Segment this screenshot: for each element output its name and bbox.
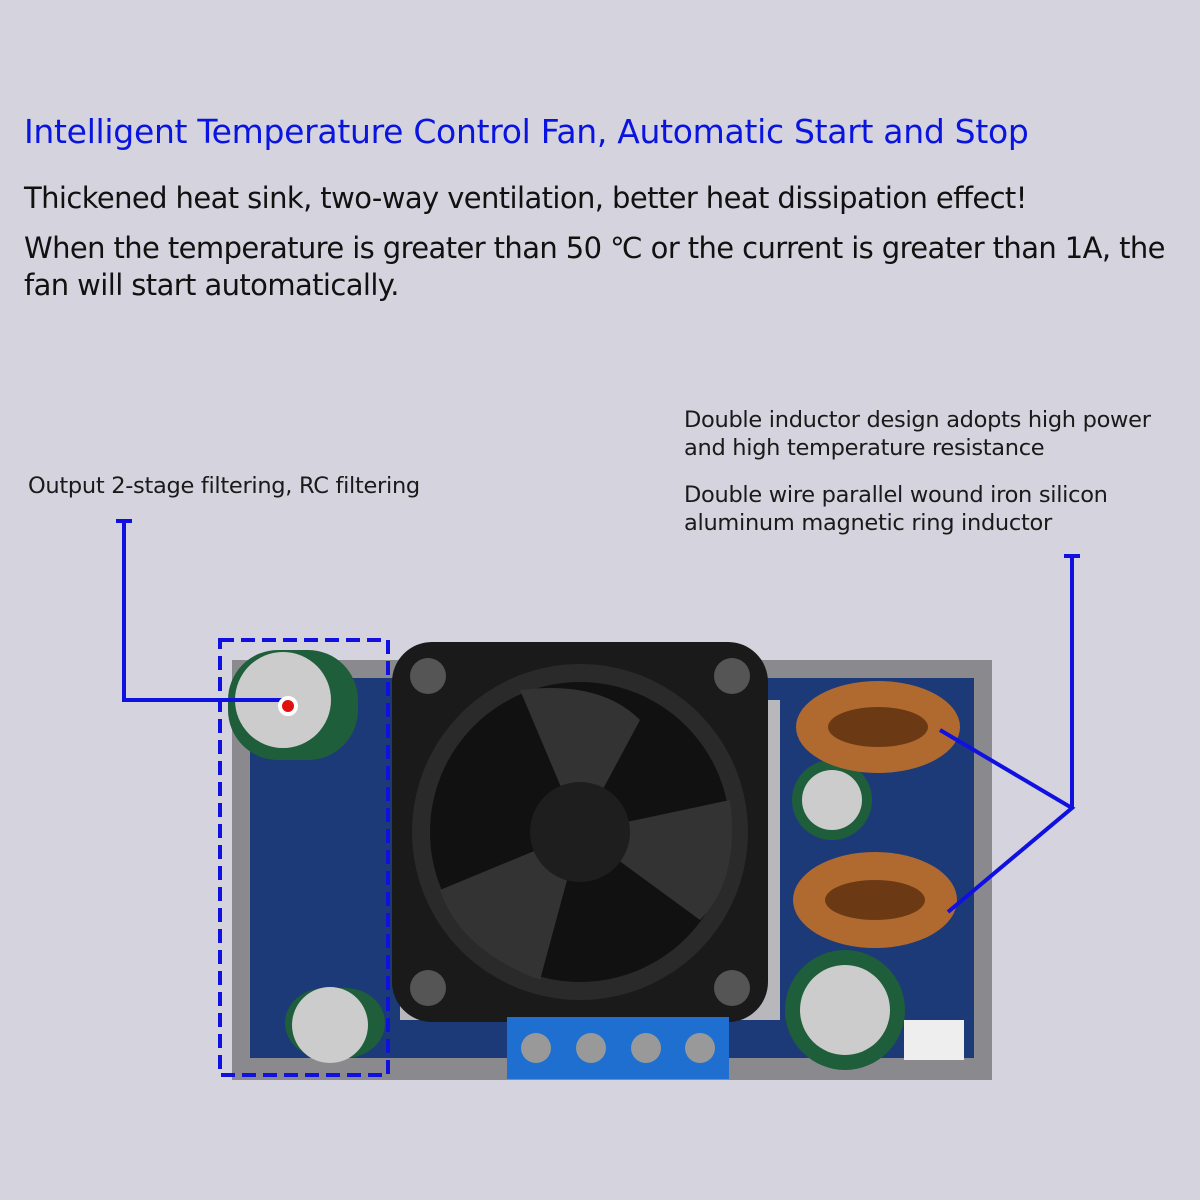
- inductor-callout: [938, 554, 1080, 914]
- fan: [392, 642, 768, 1022]
- annotation-inductor-design: Double inductor design adopts high power…: [684, 407, 1151, 461]
- inductors: [793, 681, 960, 948]
- terminal-block: [507, 1017, 729, 1079]
- filtering-callout: [116, 519, 390, 1077]
- page-title: Intelligent Temperature Control Fan, Aut…: [24, 112, 1029, 151]
- annotation-filtering: Output 2-stage filtering, RC filtering: [28, 473, 420, 499]
- description-line-1: Thickened heat sink, two-way ventilation…: [24, 181, 1027, 215]
- fan-connector: [904, 1020, 964, 1060]
- description-line-2: When the temperature is greater than 50 …: [24, 231, 1165, 302]
- annotation-inductor-wound: Double wire parallel wound iron silicon …: [684, 482, 1108, 536]
